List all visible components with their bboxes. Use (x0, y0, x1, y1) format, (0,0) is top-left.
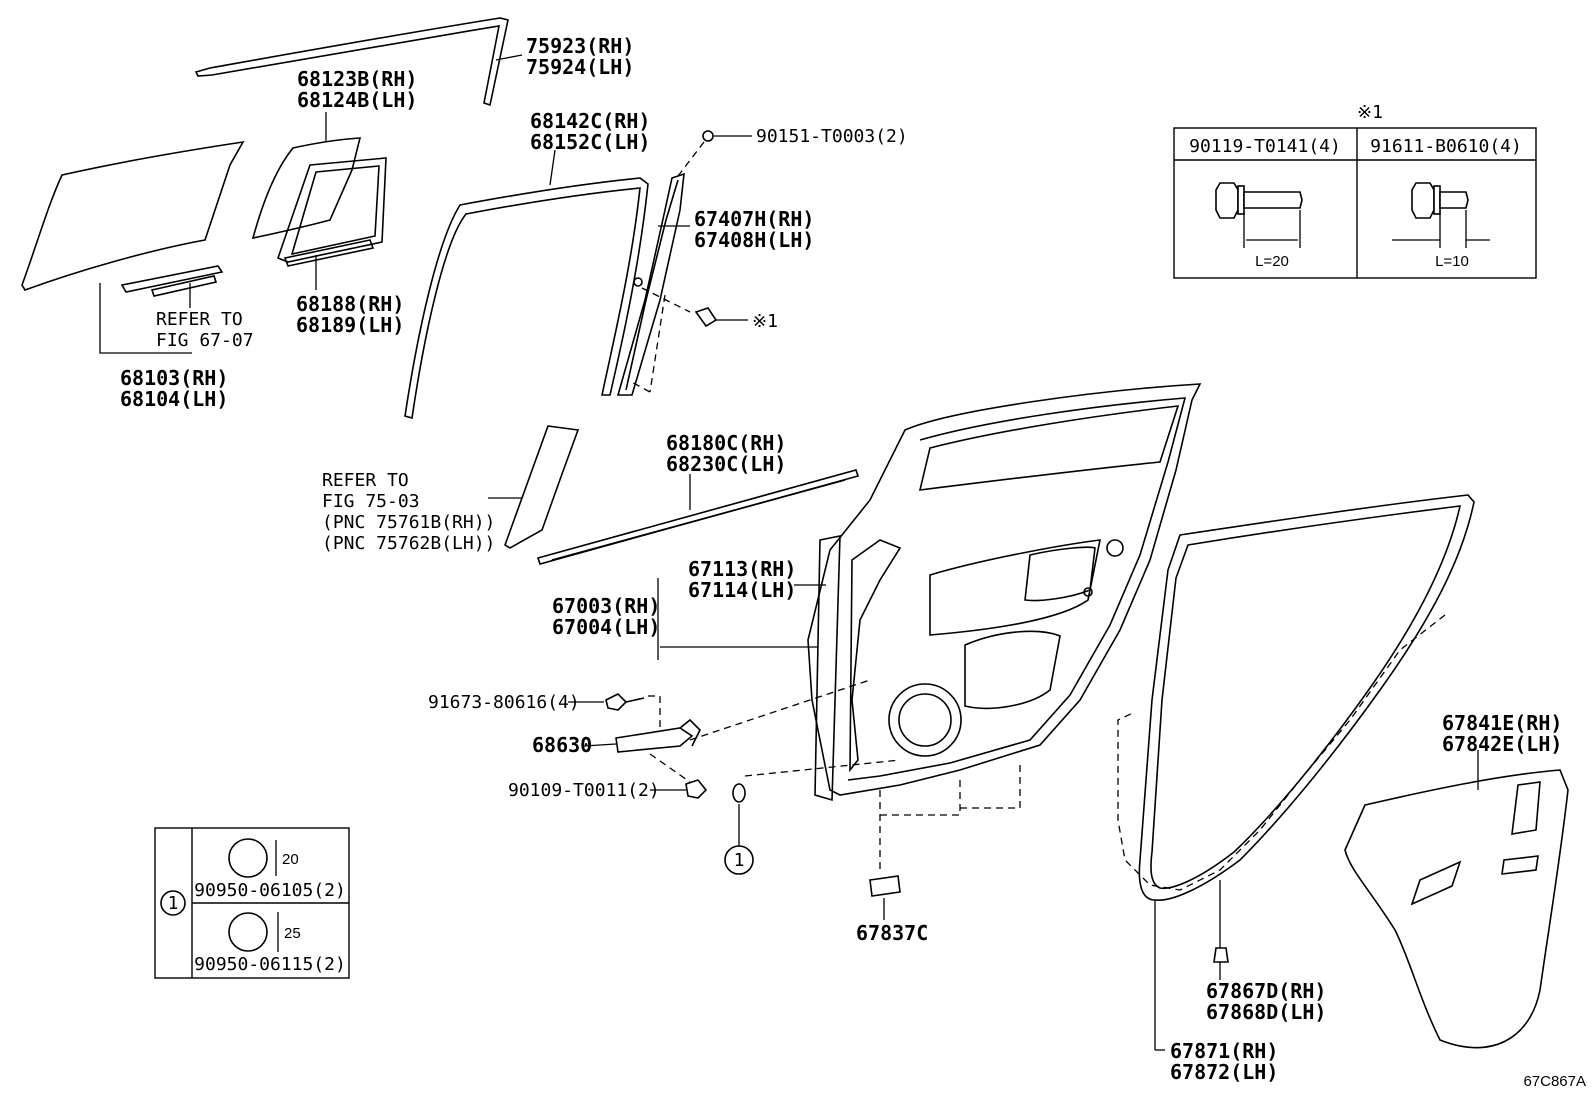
bolt-col2-length: L=10 (1435, 253, 1469, 270)
plug-index-label: 1 (734, 850, 745, 871)
label-67871: 67871(RH) (1170, 1039, 1278, 1063)
label-67114: 67114(LH) (688, 578, 796, 602)
label-68230: 68230C(LH) (666, 452, 786, 476)
label-67867: 67867D(RH) (1206, 979, 1326, 1003)
label-67407: 67407H(RH) (694, 207, 814, 231)
label-90109: 90109-T0011(2) (508, 780, 660, 801)
plug-table: 1 20 90950-06105(2) 25 90950-06115(2) (154, 827, 350, 979)
plug-20-icon (228, 838, 268, 878)
label-67113: 67113(RH) (688, 557, 796, 581)
label-91673: 91673-80616(4) (428, 692, 580, 713)
bolt-col2-part: 91611-B0610(4) (1370, 136, 1522, 157)
label-67408: 67408H(LH) (694, 228, 814, 252)
part-68630-door-check (568, 693, 708, 799)
label-67868: 67868D(LH) (1206, 1000, 1326, 1024)
label-67837: 67837C (856, 921, 928, 945)
plug-row2-part: 90950-06115(2) (194, 954, 346, 975)
label-refer-67-07-a: REFER TO (156, 309, 243, 330)
plug-row1-dim: 20 (282, 851, 299, 868)
label-67003: 67003(RH) (552, 594, 660, 618)
label-68152: 68152C(LH) (530, 130, 650, 154)
plug-25-icon (228, 912, 268, 952)
part-68188-quarter-frame (276, 157, 387, 290)
part-67407-division-bar (616, 130, 752, 396)
part-68142-frame-weatherstrip (404, 149, 649, 420)
label-68103: 68103(RH) (120, 366, 228, 390)
part-67003-door-panel (657, 383, 1202, 870)
flange-bolt-icon (1215, 182, 1303, 248)
part-67871-door-weatherstrip (1117, 494, 1475, 1051)
bolt-table: ※1 90119-T0141(4) 91611-B0610(4) L=20 L=… (1173, 102, 1537, 279)
label-star-1: ※1 (752, 311, 778, 332)
label-67841: 67841E(RH) (1442, 711, 1562, 735)
part-plug-callout: 1 (724, 783, 754, 875)
label-68124: 68124B(LH) (297, 88, 417, 112)
figure-code: 67C867A (1523, 1073, 1586, 1090)
label-refer-67-07-b: FIG 67-07 (156, 330, 254, 351)
part-68103-door-glass (21, 140, 245, 354)
plug-table-index: 1 (168, 893, 179, 914)
part-68123-quarter-glass (251, 112, 362, 240)
label-refer-75-03-a: REFER TO (322, 470, 409, 491)
label-refer-75-03-b: FIG 75-03 (322, 491, 420, 512)
plug-index-circle (724, 845, 754, 875)
part-67837-clip (869, 875, 901, 920)
label-68188: 68188(RH) (296, 292, 404, 316)
label-67004: 67004(LH) (552, 615, 660, 639)
part-67841-service-cover (1344, 750, 1569, 1049)
bolt-table-title: ※1 (1357, 102, 1383, 123)
label-68189: 68189(LH) (296, 313, 404, 337)
label-68142: 68142C(RH) (530, 109, 650, 133)
plug-row1-part: 90950-06105(2) (194, 880, 346, 901)
label-90151: 90151-T0003(2) (756, 126, 908, 147)
label-refer-75-03-c: (PNC 75761B(RH)) (322, 512, 495, 533)
label-67872: 67872(LH) (1170, 1060, 1278, 1084)
bolt-col1-part: 90119-T0141(4) (1189, 136, 1341, 157)
label-75923: 75923(RH) (526, 34, 634, 58)
label-67842: 67842E(LH) (1442, 732, 1562, 756)
part-75761-corner-garnish (488, 425, 580, 549)
part-labels: 75923(RH) 75924(LH) 68123B(RH) 68124B(LH… (120, 34, 1586, 1090)
hex-bolt-icon (1392, 182, 1490, 248)
label-refer-75-03-d: (PNC 75762B(LH)) (322, 533, 495, 554)
bolt-col1-length: L=20 (1255, 253, 1289, 270)
part-68180-belt-moulding (536, 469, 860, 565)
label-68123: 68123B(RH) (297, 67, 417, 91)
label-68180: 68180C(RH) (666, 431, 786, 455)
label-75924: 75924(LH) (526, 55, 634, 79)
label-68104: 68104(LH) (120, 387, 228, 411)
part-75923-weatherstrip (194, 17, 523, 107)
label-68630: 68630 (532, 733, 592, 757)
plug-row2-dim: 25 (284, 925, 301, 942)
